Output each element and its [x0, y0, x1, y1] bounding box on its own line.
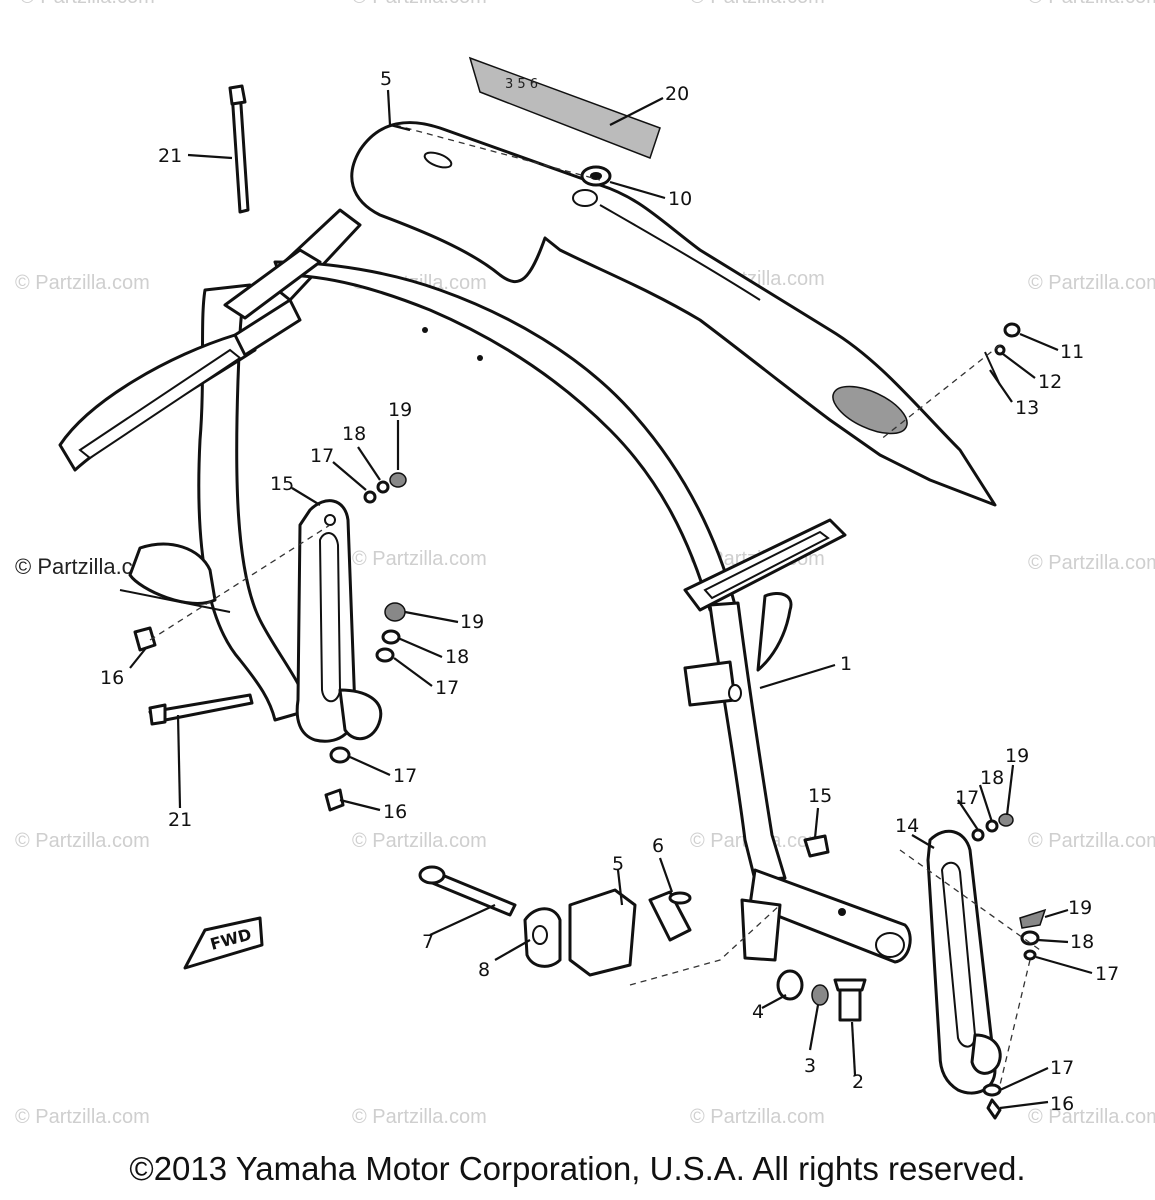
side-plate-right [926, 829, 1002, 1095]
callout-17-b: 17 [435, 677, 459, 699]
callout-1: 1 [840, 653, 852, 675]
watermark-row4-1: © Partzilla.com [15, 830, 150, 852]
callout-17-d: 17 [955, 787, 979, 809]
callout-10: 10 [668, 188, 692, 210]
callout-21-top: 21 [158, 145, 182, 167]
callout-13: 13 [1015, 397, 1039, 419]
watermark-row5-1: © Partzilla.com [15, 1106, 150, 1128]
callout-7: 7 [422, 931, 434, 953]
watermark-row5-4: © Partzilla.com [1028, 1106, 1155, 1128]
watermark-row4-2: © Partzilla.com [352, 830, 487, 852]
callout-17-a: 17 [310, 445, 334, 467]
watermark-row2-1: © Partzilla.com [15, 272, 150, 294]
decal-plate: 3 5 6 [468, 56, 661, 159]
watermark-top-3: © Partzilla.com [690, 0, 825, 9]
callout-17-c: 17 [393, 765, 417, 787]
callout-16-mid: 16 [383, 801, 407, 823]
callout-16-left: 16 [100, 667, 124, 689]
watermark-top-4: © Partzilla.com [1028, 0, 1155, 9]
watermark-top-1: © Partzilla.com [20, 0, 155, 9]
watermark-row3-4: © Partzilla.com [1028, 552, 1155, 574]
callout-16-right: 16 [1050, 1093, 1074, 1115]
leader-lines [129, 89, 1093, 1110]
callout-2: 2 [852, 1071, 864, 1093]
callout-19-b: 19 [460, 611, 484, 633]
callout-5-top: 5 [380, 68, 392, 90]
callout-19-c: 19 [1005, 745, 1029, 767]
cable-ties [148, 84, 254, 726]
watermark-row2-4: © Partzilla.com [1028, 272, 1155, 294]
fwd-arrow-plate: FWD [183, 916, 264, 970]
callout-14: 14 [895, 815, 919, 837]
callout-21-bottom: 21 [168, 809, 192, 831]
callout-18-c: 18 [980, 767, 1004, 789]
grommet [580, 165, 612, 187]
pivot-hardware [776, 969, 867, 1022]
small-hardware [133, 322, 1047, 1120]
callout-18-d: 18 [1070, 931, 1094, 953]
side-plate-left [295, 499, 383, 743]
callout-8: 8 [478, 959, 490, 981]
callout-5-bottom: 5 [612, 853, 624, 875]
callout-15-mid: 15 [808, 785, 832, 807]
callout-19-a: 19 [388, 399, 412, 421]
callout-11: 11 [1060, 341, 1084, 363]
callout-18-b: 18 [445, 646, 469, 668]
callout-15-left: 15 [270, 473, 294, 495]
callout-19-d: 19 [1068, 897, 1092, 919]
callout-4: 4 [752, 1001, 764, 1023]
callout-12: 12 [1038, 371, 1062, 393]
callout-20: 20 [665, 83, 689, 105]
callout-3: 3 [804, 1055, 816, 1077]
left-lower-bracket [119, 542, 231, 613]
backrest-panel [350, 121, 997, 507]
callout-6: 6 [652, 835, 664, 857]
copyright-notice: ©2013 Yamaha Motor Corporation, U.S.A. A… [129, 1150, 1026, 1187]
watermark-row4-4: © Partzilla.com [1028, 830, 1155, 852]
sissy-bar-frame [58, 208, 912, 964]
watermark-row3-2: © Partzilla.com [352, 548, 487, 570]
callout-labels: 5 20 21 10 11 12 13 15 17 18 19 19 18 17… [100, 68, 1119, 1115]
watermark-row5-3: © Partzilla.com [690, 1106, 825, 1128]
svg-text:3 5 6: 3 5 6 [505, 77, 538, 92]
watermark-row5-2: © Partzilla.com [352, 1106, 487, 1128]
watermark-top-2: © Partzilla.com [352, 0, 487, 9]
callout-17-f: 17 [1050, 1057, 1074, 1079]
callout-18-a: 18 [342, 423, 366, 445]
assembly-lines [149, 124, 1041, 1086]
callout-17-e: 17 [1095, 963, 1119, 985]
hinge-assembly [418, 865, 692, 977]
